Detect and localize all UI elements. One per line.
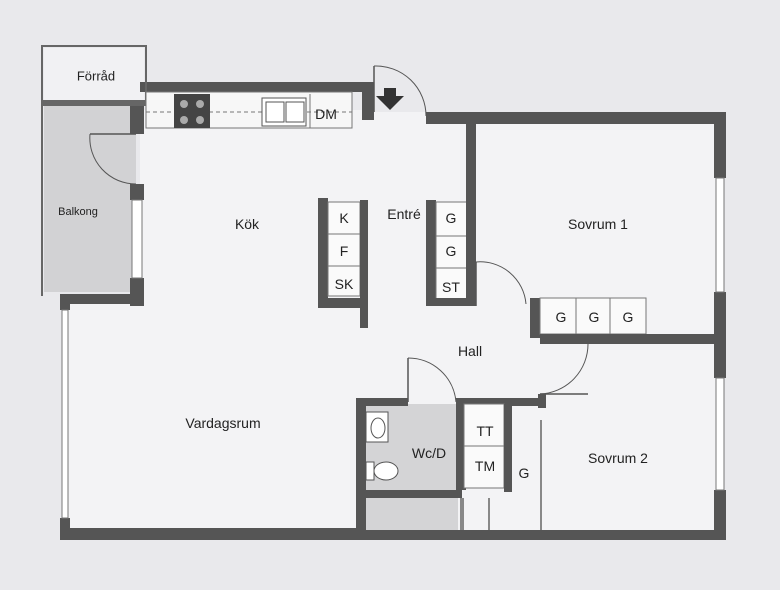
toilet-icon	[365, 461, 399, 481]
room-label-sovrum-2: Sovrum 2	[588, 450, 648, 466]
floor-area	[44, 48, 720, 538]
bedroom1-door	[475, 261, 527, 306]
balcony-floor	[44, 100, 136, 292]
bathroom-door	[407, 357, 457, 403]
room-label-sovrum-1: Sovrum 1	[568, 216, 628, 232]
fixture-label-f: F	[339, 243, 349, 259]
room-label-entre: Entré	[387, 206, 421, 222]
bedroom1-wardrobes	[530, 297, 720, 344]
kitchen-counter	[145, 91, 353, 129]
outer-walls	[60, 82, 726, 540]
fixture-label-tt: TT	[476, 423, 494, 439]
balcony-door	[89, 133, 137, 185]
fixture-label-g: G	[445, 243, 457, 259]
entry-door	[373, 65, 427, 117]
fixture-label-g: G	[555, 309, 567, 325]
room-label-forrad: Förråd	[76, 68, 116, 84]
room-label-vardagsrum: Vardagsrum	[185, 415, 261, 431]
washbasin-icon	[365, 411, 389, 443]
room-label-wc: Wc/D	[411, 445, 447, 461]
fixture-label-k: K	[339, 210, 349, 226]
room-label-balkong: Balkong	[58, 206, 98, 218]
fixture-label-sk: SK	[334, 276, 354, 292]
stove	[174, 94, 210, 128]
entry-wardrobes	[426, 120, 476, 306]
windows	[61, 177, 725, 519]
bathroom-walls	[356, 398, 542, 538]
fixture-label-g: G	[445, 210, 457, 226]
room-label-hall: Hall	[457, 343, 483, 359]
arrow-down-icon	[376, 88, 404, 110]
fixture-label-g: G	[622, 309, 634, 325]
fixture-label-g: G	[588, 309, 600, 325]
fixture-label-tm: TM	[474, 458, 496, 474]
fixture-label-g: G	[518, 465, 530, 481]
kitchen-cabinets	[318, 198, 368, 328]
fixture-label-dm: DM	[315, 106, 337, 122]
fixture-label-st: ST	[442, 279, 460, 295]
room-label-kok: Kök	[234, 216, 260, 232]
